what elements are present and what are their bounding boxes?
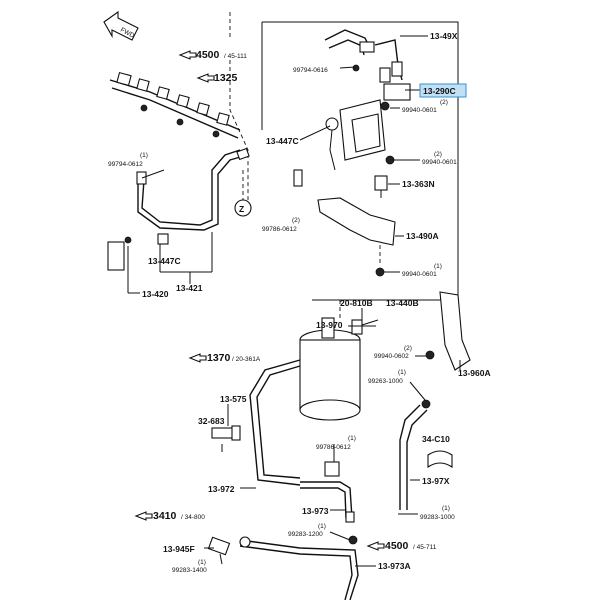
circle-z-marker: Z bbox=[234, 199, 252, 217]
label-13-440B[interactable]: 13-440B bbox=[386, 298, 419, 308]
hose-13-973A bbox=[239, 535, 359, 600]
label-13-290C[interactable]: 13-290C bbox=[423, 86, 456, 96]
label-99794-0616[interactable]: 99794-0616 bbox=[293, 67, 328, 74]
label-13-973A[interactable]: 13-973A bbox=[378, 561, 411, 571]
label-99940-0601-c[interactable]: 99940-0601 bbox=[402, 271, 437, 278]
label-13-970[interactable]: 13-970 bbox=[316, 320, 343, 330]
connector-13-945F bbox=[207, 536, 231, 556]
qty-label: (1) bbox=[140, 152, 148, 159]
ref-1370-num: 1370 bbox=[207, 352, 231, 364]
qty-label: (2) bbox=[404, 345, 412, 352]
leader-lines bbox=[127, 35, 461, 567]
reference-arrow-icon bbox=[134, 511, 153, 521]
label-13-420[interactable]: 13-420 bbox=[142, 289, 169, 299]
ref-3410-num: 3410 bbox=[153, 510, 177, 522]
label-99794-0612[interactable]: 99794-0612 bbox=[108, 161, 143, 168]
label-99283-1400[interactable]: 99283-1400 bbox=[172, 567, 207, 574]
label-13-363N[interactable]: 13-363N bbox=[402, 179, 435, 189]
qty-label: (1) bbox=[318, 523, 326, 530]
label-13-421[interactable]: 13-421 bbox=[176, 283, 203, 293]
ref-4500-bottom-sub: / 45-711 bbox=[413, 544, 437, 551]
qty-label: (2) bbox=[292, 217, 300, 224]
label-99283-1000[interactable]: 99283-1000 bbox=[420, 514, 455, 521]
reference-arrow-icon bbox=[366, 541, 385, 551]
ref-4500-bottom-num: 4500 bbox=[385, 540, 409, 552]
qty-label: (1) bbox=[348, 435, 356, 442]
purge-hose-assembly bbox=[324, 29, 411, 101]
label-99786-0612-bottom[interactable]: 99786-0612 bbox=[316, 444, 351, 451]
label-13-447C-left[interactable]: 13-447C bbox=[148, 256, 181, 266]
pipe-13-973 bbox=[300, 461, 355, 523]
ref-1370-sub: / 20-361A bbox=[232, 356, 261, 363]
ref-1325-num: 1325 bbox=[214, 72, 238, 84]
label-13-49X[interactable]: 13-49X bbox=[430, 31, 458, 41]
ref-3410-sub: / 34-800 bbox=[181, 514, 205, 521]
clamp-34-C10 bbox=[427, 450, 453, 469]
ref-1370[interactable]: 1370 / 20-361A bbox=[188, 352, 261, 364]
clip-32-683 bbox=[211, 425, 241, 441]
highlight-13-290C bbox=[419, 83, 467, 98]
label-99940-0601-b[interactable]: 99940-0601 bbox=[422, 159, 457, 166]
label-99940-0601-a[interactable]: 99940-0601 bbox=[402, 107, 437, 114]
qty-label: (1) bbox=[398, 369, 406, 376]
label-32-683[interactable]: 32-683 bbox=[198, 416, 225, 426]
reference-arrow-icon bbox=[178, 50, 197, 60]
bolt-99786 bbox=[293, 169, 303, 187]
fuel-pipe bbox=[136, 147, 250, 245]
qty-label: (2) bbox=[440, 99, 448, 106]
ref-4500-top-num: 4500 bbox=[196, 49, 220, 61]
sensor-13-363N bbox=[374, 175, 388, 198]
bracket-13-960A bbox=[425, 291, 471, 371]
canister-13-970 bbox=[299, 317, 379, 421]
fwd-arrow-icon: FWD bbox=[103, 10, 139, 41]
ref-4500-top[interactable]: 4500 / 45-111 bbox=[178, 49, 247, 61]
ref-4500-top-sub: / 45-111 bbox=[224, 53, 247, 60]
label-34-C10[interactable]: 34-C10 bbox=[422, 434, 450, 444]
solenoid-bracket bbox=[325, 99, 395, 171]
bracket-13-490A bbox=[317, 197, 396, 277]
ref-4500-bottom[interactable]: 4500 / 45-711 bbox=[366, 540, 437, 552]
ref-3410[interactable]: 3410 / 34-800 bbox=[134, 510, 205, 522]
label-13-945F[interactable]: 13-945F bbox=[163, 544, 195, 554]
hose-13-972 bbox=[249, 359, 301, 486]
label-13-447C-right[interactable]: 13-447C bbox=[266, 136, 299, 146]
hose-13-97X bbox=[399, 399, 431, 510]
qty-label: (2) bbox=[434, 151, 442, 158]
reference-arrow-icon bbox=[196, 73, 215, 83]
qty-label: (1) bbox=[198, 559, 206, 566]
label-13-973[interactable]: 13-973 bbox=[302, 506, 329, 516]
label-13-490A[interactable]: 13-490A bbox=[406, 231, 439, 241]
label-13-575[interactable]: 13-575 bbox=[220, 394, 247, 404]
label-99786-0612-top[interactable]: 99786-0612 bbox=[262, 226, 297, 233]
fuel-rail bbox=[109, 71, 241, 139]
label-13-972[interactable]: 13-972 bbox=[208, 484, 235, 494]
label-20-810B[interactable]: 20-810B bbox=[340, 298, 373, 308]
bracket-13-420 bbox=[107, 236, 132, 271]
label-99940-0602[interactable]: 99940-0602 bbox=[374, 353, 409, 360]
label-99283-1200[interactable]: 99283-1200 bbox=[288, 531, 323, 538]
circle-z-label: Z bbox=[239, 204, 244, 214]
reference-arrow-icon bbox=[188, 353, 207, 363]
ref-1325[interactable]: 1325 bbox=[196, 72, 238, 84]
qty-label: (1) bbox=[442, 505, 450, 512]
label-99263-1000-a[interactable]: 99263-1000 bbox=[368, 378, 403, 385]
label-13-97X[interactable]: 13-97X bbox=[422, 476, 450, 486]
qty-label: (1) bbox=[434, 263, 442, 270]
label-13-960A[interactable]: 13-960A bbox=[458, 368, 491, 378]
